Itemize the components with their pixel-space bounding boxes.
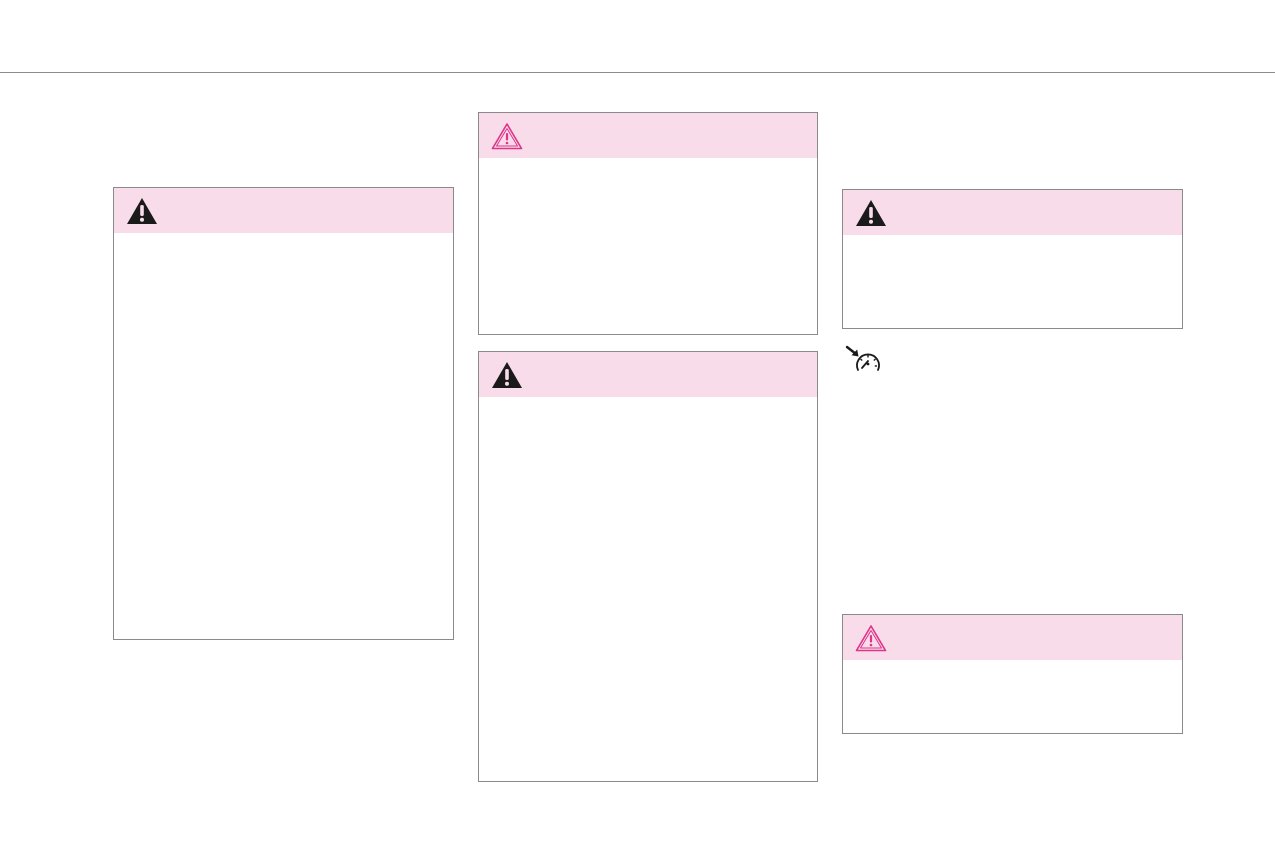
warning-box-5 — [842, 614, 1183, 734]
warning-filled-icon — [492, 362, 522, 388]
warning-box-header — [479, 113, 817, 158]
header-divider — [0, 72, 1275, 73]
warning-box-1 — [113, 187, 454, 640]
warning-box-header — [479, 352, 817, 397]
warning-box-header — [114, 188, 453, 233]
caution-outline-icon — [855, 625, 887, 652]
warning-box-2 — [478, 112, 818, 335]
warning-box-3 — [478, 351, 818, 782]
warning-box-header — [843, 190, 1182, 235]
warning-filled-icon — [127, 198, 157, 224]
warning-box-4 — [842, 189, 1183, 329]
caution-outline-icon — [491, 123, 523, 150]
speed-limiter-icon — [845, 345, 880, 371]
warning-box-header — [843, 615, 1182, 660]
warning-filled-icon — [856, 200, 886, 226]
